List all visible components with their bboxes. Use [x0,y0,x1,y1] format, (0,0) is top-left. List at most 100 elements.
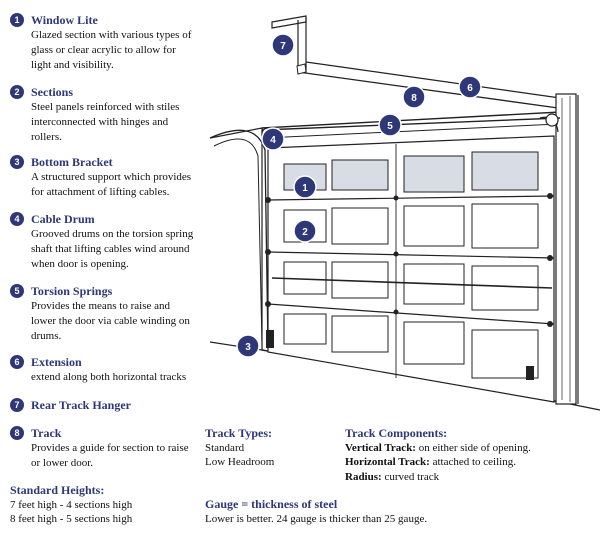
hinge [393,309,399,315]
component-text: curved track [381,470,440,483]
right-vertical-track [555,93,577,405]
callout-1: 1 [293,175,317,199]
track-end-cap [296,63,307,75]
track-types: Track Types: Standard Low Headroom [205,426,274,470]
callout-7: 7 [271,33,295,57]
desc-line: Provides the means to raise and [31,300,170,312]
desc-line: extend along both horizontal tracks [31,371,187,383]
desc-line: for attachment of lifting cables. [31,186,170,198]
panel [403,321,465,365]
legend-item-window-lite: 1 Window Lite Glazed section with various… [10,12,191,73]
track-component-item: Radius: curved track [345,470,531,485]
hinge [393,195,399,201]
callout-4: 4 [261,127,285,151]
panel [403,263,465,305]
legend-desc: Provides a guide for section to raise or… [31,441,189,471]
desc-line: Steel panels reinforced with stiles [31,101,180,113]
legend-title: Sections [31,85,73,99]
legend-title: Cable Drum [31,212,95,226]
panel [471,203,539,249]
number-badge: 8 [10,426,24,440]
number-badge: 7 [10,398,24,412]
desc-line: lower the door via cable winding on [31,315,190,327]
desc-line: or lower door. [31,457,94,469]
vertical-track-detail [561,96,571,402]
callout-label: 1 [302,183,308,194]
component-text: on either side of opening. [415,441,531,454]
track-components-title: Track Components: [345,426,448,440]
roller [265,197,271,203]
spring-shaft [261,117,561,131]
window-lites [283,151,539,193]
callout-8: 8 [402,85,426,109]
legend-title: Rear Track Hanger [31,398,131,412]
legend-item-torsion-springs: 5 Torsion Springs Provides the means to r… [10,283,190,344]
callout-label: 2 [302,227,308,238]
desc-line: drums. [31,330,62,342]
left-wall-outline [209,127,263,351]
callout-3: 3 [236,334,260,358]
legend-desc: Steel panels reinforced with stiles inte… [31,100,179,145]
hanger-strut [297,18,307,74]
desc-line: interconnected with hinges and [31,116,169,128]
roller [547,193,553,199]
left-vertical-track [213,138,263,347]
legend-title: Bottom Bracket [31,155,113,169]
header-line [264,123,559,139]
legend-item-cable-drum: 4 Cable Drum Grooved drums on the torsion… [10,211,193,272]
legend-item-extension: 6 Extension extend along both horizontal … [10,354,186,385]
bottom-bracket-right [526,366,534,380]
callout-label: 8 [411,93,417,104]
door-body [267,135,555,403]
section-joints [267,195,555,325]
desc-line: Grooved drums on the torsion spring [31,228,194,240]
number-badge: 5 [10,284,24,298]
left-radius-track [209,129,269,349]
callout-label: 3 [245,342,251,353]
track-component-item: Horizontal Track: attached to ceiling. [345,455,531,470]
rear-track-hanger [271,15,307,29]
gauge-text: Lower is better. 24 gauge is thicker tha… [205,512,428,525]
track-component-item: Vertical Track: on either side of openin… [345,441,531,456]
track-type-item: Low Headroom [205,456,275,468]
callout-6: 6 [458,75,482,99]
component-label: Vertical Track: [345,441,416,454]
callout-label: 5 [387,121,393,132]
panels-section-4 [283,313,539,379]
gauge-note: Gauge = thickness of steel Lower is bett… [205,497,427,526]
number-badge: 4 [10,212,24,226]
window-lite [331,159,389,191]
track-type-item: Standard [205,441,245,454]
roller [547,255,553,261]
legend-desc: Grooved drums on the torsion spring shaf… [31,227,193,272]
window-lite [403,155,465,193]
legend-title: Torsion Springs [31,284,113,298]
callout-label: 6 [467,83,473,94]
desc-line: when door is opening. [31,258,129,270]
component-label: Horizontal Track: [345,456,430,468]
legend-item-rear-track-hanger: 7 Rear Track Hanger [10,397,131,413]
desc-line: light and visibility. [31,59,114,71]
desc-line: A structured support which provides [31,171,192,183]
roller [547,321,553,327]
number-badge: 1 [10,13,24,27]
legend-desc: A structured support which provides for … [31,170,191,200]
legend-title: Extension [31,355,82,369]
panel [283,313,327,345]
panels-section-2 [283,203,539,249]
desc-line: shaft that lifting cables wind around [31,243,190,255]
standard-heights-title: Standard Heights: [10,483,105,497]
panel [331,315,389,353]
legend-title: Window Lite [31,13,98,27]
desc-line: glass or clear acrylic to allow for [31,44,176,56]
roller [265,301,271,307]
callout-5: 5 [378,113,402,137]
desc-line: Provides a guide for section to raise [31,442,189,454]
window-lite [471,151,539,191]
horizontal-track [297,71,559,109]
panels-section-3 [283,261,539,311]
legend-desc: Glazed section with various types of gla… [31,28,191,73]
number-badge: 6 [10,355,24,369]
